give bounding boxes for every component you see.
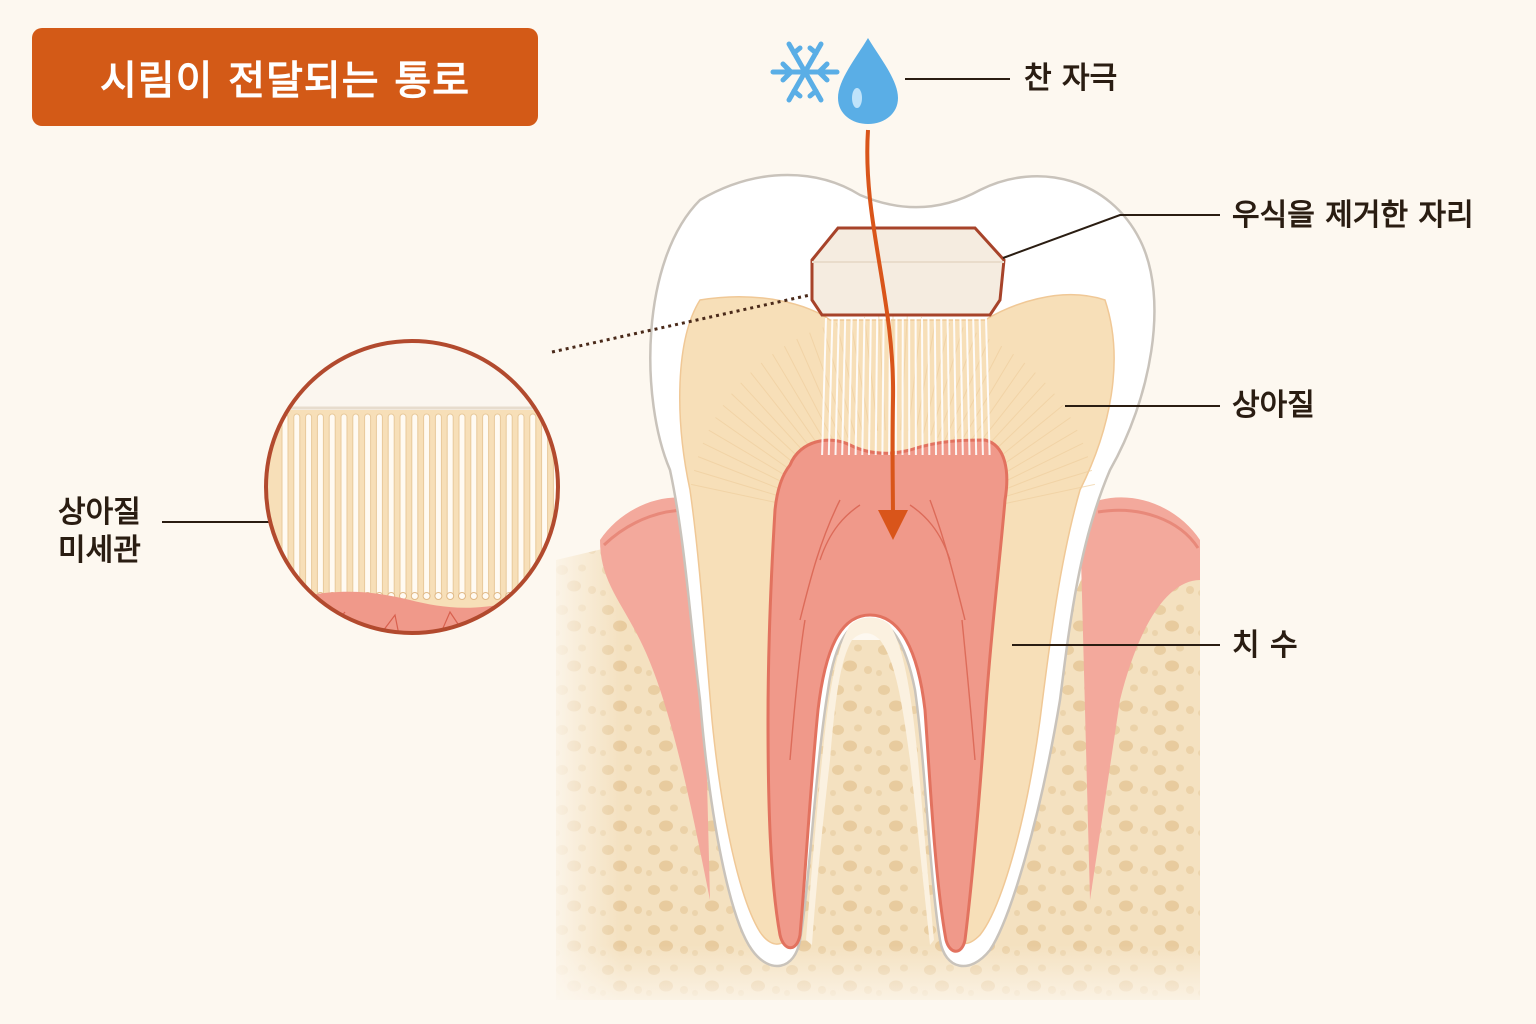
- label-tubules-line2: 미세관: [58, 533, 141, 568]
- stimulus-arrow: [865, 129, 896, 521]
- label-cold-stimulus: 찬 자극: [1024, 61, 1118, 96]
- magnifier-connector: [551, 293, 811, 354]
- tooth: [649, 173, 1156, 968]
- label-tubules-line1: 상아질: [58, 495, 141, 530]
- label-dentinal-tubules: 상아질 미세관: [58, 494, 141, 570]
- pulp-chamber: [766, 438, 1009, 953]
- label-removed-caries: 우식을 제거한 자리: [1232, 198, 1474, 233]
- water-drop-icon: [838, 38, 898, 124]
- label-dentin: 상아질: [1232, 388, 1315, 423]
- tubules-magnifier: [264, 339, 560, 635]
- label-pulp: 치 수: [1232, 628, 1298, 663]
- page-title: 시림이 전달되는 통로: [99, 58, 471, 104]
- snowflake-icon: [770, 41, 840, 103]
- removed-caries-site: [810, 226, 1006, 317]
- title-banner: 시림이 전달되는 통로: [32, 28, 538, 126]
